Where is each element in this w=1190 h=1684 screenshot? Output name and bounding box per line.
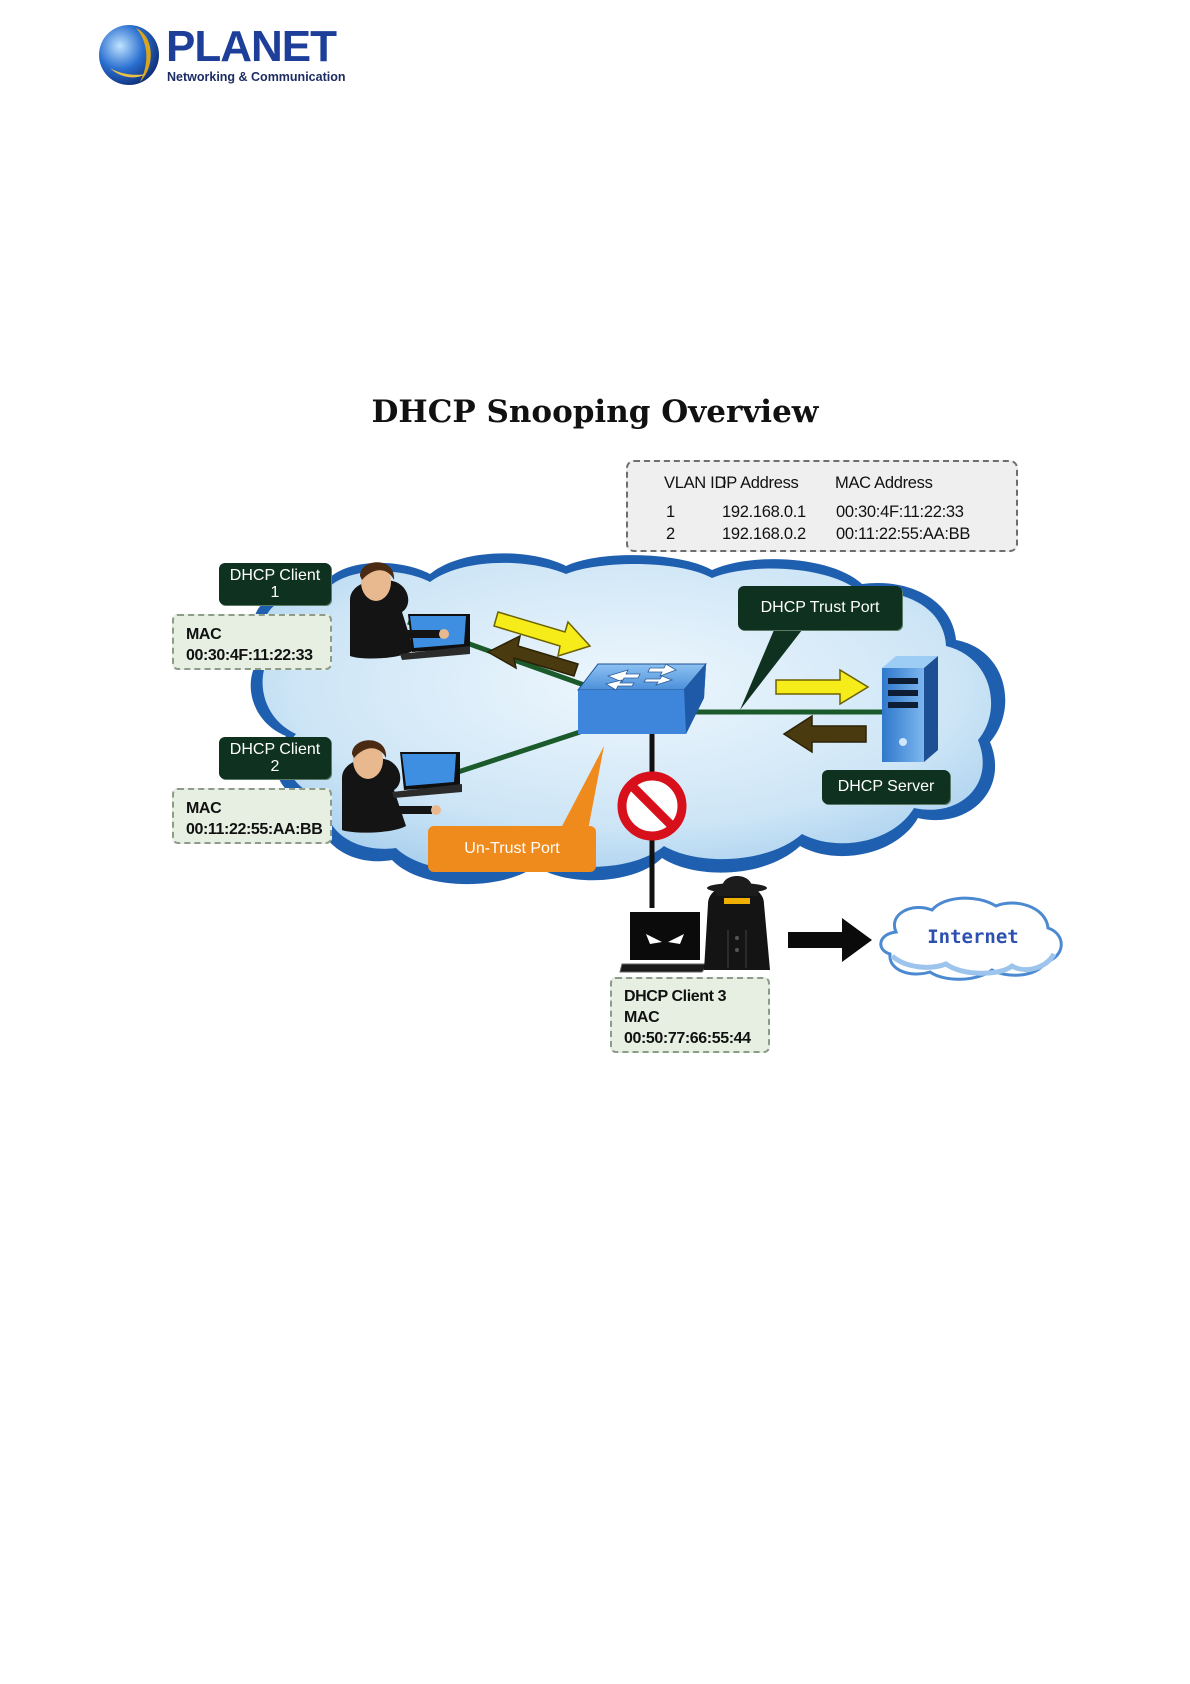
client1-label-line2: 1 [270,584,280,601]
client1-person-icon [350,562,470,660]
trust-port-label: DHCP Trust Port [738,586,902,630]
arrow-request-server [775,668,870,706]
client1-mac-box: MAC 00:30:4F:11:22:33 [172,614,332,670]
table-cell: 2 [666,525,675,543]
client2-mac-value: 00:11:22:55:AA:BB [186,821,323,838]
link-client2-switch [457,729,581,775]
planet-logo: PLANET Networking & Communication [96,22,356,92]
arrow-to-internet [788,918,872,962]
internet-label: Internet [927,926,1019,948]
untrust-port-pointer [560,746,604,830]
client2-label-line1: DHCP Client [229,741,321,758]
untrust-port-label: Un-Trust Port [428,826,596,872]
client2-mac-label: MAC [186,800,222,817]
client1-label-line1: DHCP Client [229,567,321,584]
table-cell: 00:30:4F:11:22:33 [836,503,964,521]
client1-label: DHCP Client 1 [219,563,331,605]
client2-mac-box: MAC 00:11:22:55:AA:BB [172,788,332,844]
trust-port-pointer [740,630,802,710]
diagram-title: DHCP Snooping Overview [371,394,819,430]
client2-person-icon [342,740,462,833]
client3-label: DHCP Client 3 [624,988,727,1005]
internet-cloud-icon [879,896,1063,981]
globe-icon [99,25,159,85]
client1-mac-value: 00:30:4F:11:22:33 [186,647,313,664]
brand-tagline: Networking & Communication [167,70,346,84]
switch-icon [576,663,708,734]
client2-label: DHCP Client 2 [219,737,331,779]
col-ip-address: IP Address [722,474,799,492]
server-label: DHCP Server [822,770,950,804]
col-vlan-id: VLAN ID [664,474,727,492]
brand-name: PLANET [166,22,337,71]
arrow-reply-server [782,714,867,754]
client2-label-line2: 2 [270,758,280,775]
block-sign-icon [617,771,687,841]
malicious-laptop-icon [619,912,709,973]
server-icon [882,656,938,762]
col-mac-address: MAC Address [835,474,933,492]
table-cell: 192.168.0.2 [722,525,806,543]
arrow-request-client1 [493,611,592,658]
client3-info-box: DHCP Client 3 MAC 00:50:77:66:55:44 [610,977,770,1053]
client3-mac-label: MAC [624,1009,660,1026]
hacker-icon [704,876,770,970]
table-cell: 00:11:22:55:AA:BB [836,525,971,543]
arrow-reply-client1 [486,634,579,677]
client3-mac-value: 00:50:77:66:55:44 [624,1030,751,1047]
client1-mac-label: MAC [186,626,222,643]
snooping-binding-table: VLAN ID IP Address MAC Address 1 192.168… [626,460,1018,552]
table-cell: 1 [666,503,675,521]
table-cell: 192.168.0.1 [722,503,806,521]
